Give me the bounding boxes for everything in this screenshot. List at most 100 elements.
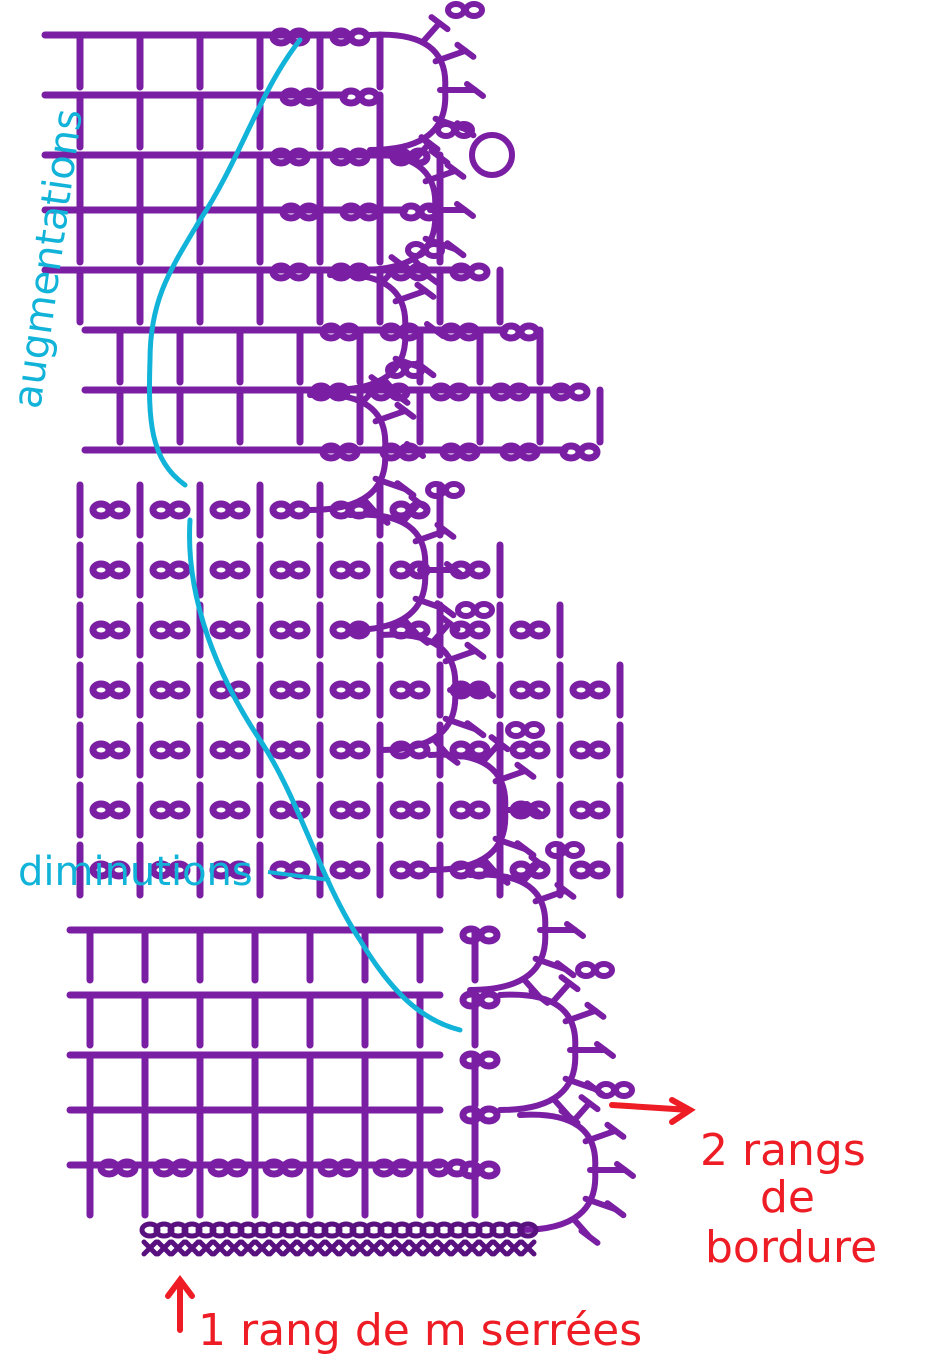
- stitch-tick: [514, 840, 537, 859]
- chain-loop: [107, 500, 131, 520]
- chain-loop: [167, 740, 191, 760]
- double-crochet-stroke: [432, 47, 469, 65]
- double-crochet-stroke: [412, 527, 449, 545]
- chain-loop: [517, 322, 541, 342]
- picot-ring: [469, 132, 515, 178]
- stitch-tick: [428, 147, 451, 166]
- sc-cross: [337, 1239, 355, 1257]
- chain-loop: [287, 740, 311, 760]
- chain-loop: [167, 560, 191, 580]
- sc-cross: [463, 1239, 481, 1257]
- diminutions-pointer: [267, 870, 331, 882]
- picot-loop: [403, 361, 425, 379]
- stitch-tick: [368, 374, 391, 393]
- chain-loop: [390, 1158, 414, 1178]
- chain-loop: [457, 322, 481, 342]
- double-crochet-stroke: [430, 620, 453, 644]
- border-label-line2: de: [760, 1172, 815, 1223]
- double-crochet-stroke: [360, 380, 383, 404]
- picot-loop: [473, 601, 495, 619]
- stitch-tick: [604, 1121, 627, 1140]
- stitch-tick: [444, 161, 467, 180]
- border-label-line3: bordure: [705, 1222, 877, 1273]
- chain-loop: [115, 1158, 139, 1178]
- stitch-tick: [434, 521, 457, 540]
- stitch-tick: [444, 561, 466, 579]
- chain-loop: [227, 560, 251, 580]
- stitch-tick: [464, 720, 487, 739]
- double-crochet-stroke: [480, 740, 503, 764]
- stitch-tick: [554, 881, 577, 900]
- sc-cross: [477, 1239, 495, 1257]
- sc-cross: [435, 1239, 453, 1257]
- stitch-tick: [454, 41, 477, 60]
- chain-loop: [357, 87, 381, 107]
- chain-loop: [167, 620, 191, 640]
- sc-cross: [421, 1239, 439, 1257]
- chain-loop: [467, 262, 491, 282]
- chain-loop: [337, 442, 361, 462]
- chain-loop: [407, 680, 431, 700]
- chain-loop: [167, 500, 191, 520]
- chain-loop: [227, 800, 251, 820]
- chain-loop: [337, 322, 361, 342]
- sc-cross: [407, 1239, 425, 1257]
- chain-loop: [467, 560, 491, 580]
- sc-cross: [491, 1239, 509, 1257]
- stitch-tick: [558, 974, 581, 993]
- border-label-line1: 2 rangs: [700, 1125, 866, 1176]
- stitch-tick: [414, 281, 437, 300]
- stitch-tick: [394, 401, 417, 420]
- chain-loop: [107, 620, 131, 640]
- chain-loop: [407, 800, 431, 820]
- chain-loop: [467, 620, 491, 640]
- sc-cross: [281, 1239, 299, 1257]
- picot-loop: [613, 1081, 635, 1099]
- chain-loop: [227, 860, 251, 880]
- chain-loop: [107, 800, 131, 820]
- chain-loop: [467, 740, 491, 760]
- chain-loop: [167, 680, 191, 700]
- stitch-tick: [394, 480, 417, 499]
- chain-loop: [587, 680, 611, 700]
- sc-cross: [253, 1239, 271, 1257]
- chain-loop: [287, 147, 311, 167]
- stitch-tick: [434, 600, 457, 619]
- double-crochet-stroke: [410, 140, 433, 164]
- stitch-tick: [578, 1227, 601, 1246]
- double-crochet-stroke: [570, 1100, 593, 1124]
- chain-loop: [517, 442, 541, 462]
- stitch-tick: [584, 1001, 607, 1020]
- filet-grid-middle: [76, 481, 624, 899]
- double-crochet-stroke: [520, 860, 543, 884]
- chain-loop: [587, 860, 611, 880]
- stitch-tick: [408, 494, 431, 513]
- chain-loop: [477, 1105, 501, 1125]
- chain-loop: [567, 382, 591, 402]
- border-arrow: [609, 1097, 696, 1125]
- sc-cross: [309, 1239, 327, 1257]
- augmentations-guide-curve: [146, 37, 303, 488]
- sc-cross: [323, 1239, 341, 1257]
- stitch-tick: [564, 921, 586, 939]
- stitch-tick: [438, 614, 461, 633]
- stitch-tick: [578, 1094, 601, 1113]
- chain-loop: [347, 860, 371, 880]
- sc-cross: [449, 1239, 467, 1257]
- chain-loop: [527, 620, 551, 640]
- chain-loop: [577, 442, 601, 462]
- chain-loop: [445, 1158, 469, 1178]
- chain-loop: [107, 680, 131, 700]
- chain-loop: [457, 442, 481, 462]
- sc-cross: [155, 1239, 173, 1257]
- stitch-tick: [444, 240, 467, 259]
- chain-loop: [477, 925, 501, 945]
- stitch-tick: [464, 641, 487, 660]
- chain-loop: [447, 382, 471, 402]
- sc-cross: [365, 1239, 383, 1257]
- stitch-tick: [418, 134, 441, 153]
- sc-cross: [351, 1239, 369, 1257]
- stitch-tick: [474, 681, 496, 699]
- sc-cross: [267, 1239, 285, 1257]
